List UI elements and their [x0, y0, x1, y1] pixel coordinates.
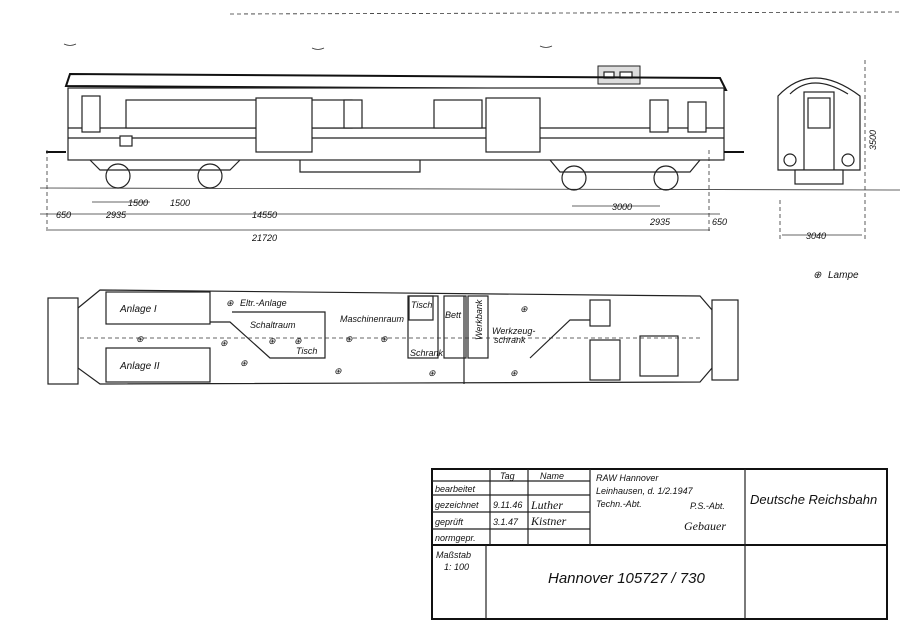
- lamp-symbol-icon: ⊕: [813, 270, 822, 281]
- title-block-text: Tag Name bearbeitet gezeichnet 9.11.46 L…: [435, 471, 877, 587]
- svg-text:⊕: ⊕: [520, 304, 528, 314]
- label-bett: Bett: [445, 310, 462, 320]
- dim-3040: 3040: [806, 231, 826, 241]
- dim-650-right: 650: [712, 217, 727, 227]
- label-anlage-1: Anlage I: [119, 304, 157, 315]
- floor-plan: [47, 289, 739, 385]
- svg-text:⊕: ⊕: [226, 298, 234, 308]
- dimension-labels: 1500 1500 650 2935 14550 3000 2935 650 2…: [56, 130, 878, 243]
- label-tisch-2: Tisch: [411, 300, 432, 310]
- dimension-lines: [40, 150, 862, 236]
- office-place-date: Leinhausen, d. 1/2.1947: [596, 486, 694, 496]
- end-elevation: [777, 60, 866, 240]
- lamp-markers: ⊕ ⊕ ⊕ ⊕ ⊕ ⊕ ⊕ ⊕ ⊕ ⊕ ⊕ ⊕: [136, 298, 528, 378]
- svg-text:⊕: ⊕: [294, 336, 302, 346]
- title-block: [431, 468, 888, 620]
- col-tag: Tag: [500, 471, 515, 481]
- dim-1500-left: 1500: [128, 198, 148, 208]
- row-label: gezeichnet: [435, 500, 479, 510]
- scale-label: Maßstab: [436, 550, 471, 560]
- label-anlage-2: Anlage II: [119, 361, 160, 372]
- company-name: Deutsche Reichsbahn: [750, 492, 877, 507]
- dim-3000: 3000: [612, 202, 632, 212]
- label-schaltraum: Schaltraum: [250, 320, 296, 330]
- dim-21720: 21720: [251, 233, 277, 243]
- office-dept-ps: P.S.-Abt.: [690, 501, 725, 511]
- row-date: 9.11.46: [493, 500, 522, 510]
- svg-text:⊕: ⊕: [380, 334, 388, 344]
- svg-text:⊕: ⊕: [510, 368, 518, 378]
- row-label: geprüft: [435, 517, 464, 527]
- svg-text:⊕: ⊕: [345, 334, 353, 344]
- col-name: Name: [540, 471, 564, 481]
- side-elevation: [39, 65, 900, 191]
- row-date: 3.1.47: [493, 517, 519, 527]
- dim-2935-right: 2935: [649, 217, 671, 227]
- svg-text:⊕: ⊕: [334, 366, 342, 376]
- dim-1500-right: 1500: [170, 198, 190, 208]
- row-signature: Luther: [530, 498, 563, 512]
- office-signature: Gebauer: [684, 519, 726, 533]
- svg-text:⊕: ⊕: [268, 336, 276, 346]
- row-label: normgepr.: [435, 533, 476, 543]
- svg-text:⊕: ⊕: [136, 334, 144, 344]
- label-eltr-anlage: Eltr.-Anlage: [240, 298, 287, 308]
- label-werkzeugschrank-2: schrank: [494, 335, 526, 345]
- label-schrank: Schrank: [410, 348, 444, 358]
- lamp-legend-label: Lampe: [828, 270, 859, 281]
- label-werkzeugschrank-1: Werkzeug-: [492, 326, 535, 336]
- label-werkbank: Werkbank: [474, 299, 484, 340]
- svg-text:⊕: ⊕: [220, 338, 228, 348]
- label-tisch-1: Tisch: [296, 346, 317, 356]
- row-label: bearbeitet: [435, 484, 476, 494]
- dim-650-left: 650: [56, 210, 71, 220]
- dim-14550: 14550: [252, 210, 277, 220]
- scale-value: 1: 100: [444, 562, 469, 572]
- plan-labels: Anlage I Anlage II Eltr.-Anlage Schaltra…: [119, 298, 535, 372]
- row-signature: Kistner: [530, 514, 567, 528]
- drawing-number: Hannover 105727 / 730: [548, 570, 705, 587]
- office-name: RAW Hannover: [596, 473, 659, 483]
- svg-text:⊕: ⊕: [240, 358, 248, 368]
- page-edge-marks: [63, 11, 900, 50]
- lamp-legend: ⊕ Lampe: [813, 270, 859, 281]
- label-maschinenraum: Maschinenraum: [340, 314, 405, 324]
- dim-3500: 3500: [868, 130, 878, 150]
- office-dept: Techn.-Abt.: [596, 499, 642, 509]
- dim-2935-left: 2935: [105, 210, 127, 220]
- svg-text:⊕: ⊕: [428, 368, 436, 378]
